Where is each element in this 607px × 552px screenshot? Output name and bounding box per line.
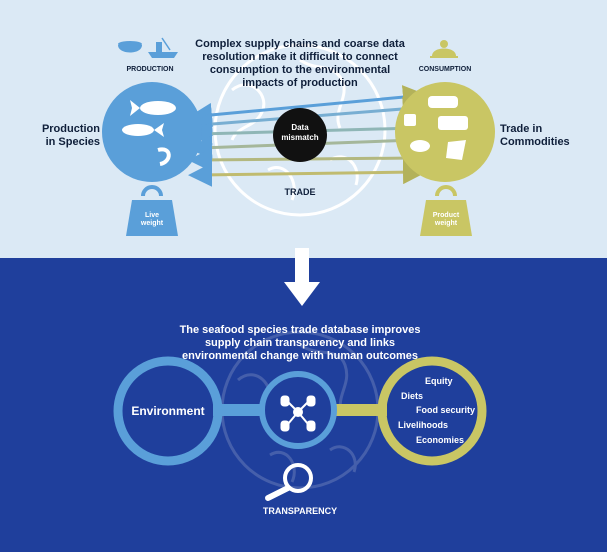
- consumption-label: CONSUMPTION: [418, 66, 472, 73]
- environment-connector: [213, 404, 263, 416]
- shrimp-icon: [157, 147, 171, 166]
- top-headline: Complex supply chains and coarse data re…: [195, 38, 405, 89]
- boat-icon: [148, 37, 178, 58]
- live-weight-icon: [126, 185, 178, 236]
- product-weight-icon: [420, 185, 472, 236]
- product-weight-label: Product weight: [432, 212, 460, 227]
- trade-label: TRADE: [284, 187, 316, 197]
- outcome-equity: Equity: [425, 376, 453, 386]
- outcomes-connector: [335, 404, 387, 416]
- data-mismatch-circle: [273, 108, 327, 162]
- consumption-circle: [395, 82, 495, 182]
- outcomes-ring: [377, 356, 487, 466]
- database-icon: [259, 371, 337, 449]
- fish-steak-icon: [446, 140, 466, 160]
- production-side-label: Production in Species: [41, 123, 100, 148]
- production-label: PRODUCTION: [126, 66, 174, 73]
- live-weight-label: Live weight: [140, 212, 164, 227]
- bowl-icon: [118, 41, 142, 53]
- magnifier-icon: [265, 463, 313, 501]
- environment-ring: [113, 356, 223, 466]
- outcome-food-security: Food security: [416, 405, 476, 415]
- fish-fillet-icon: [428, 96, 458, 108]
- down-arrow-icon: [284, 248, 320, 306]
- transparency-label: TRANSPARENCY: [262, 506, 338, 516]
- fish-pack-icon: [438, 116, 468, 130]
- fish-icon: [122, 123, 164, 137]
- canned-fish-icon: [404, 114, 416, 126]
- plate-icon: [430, 40, 458, 58]
- environment-label: Environment: [131, 404, 205, 418]
- shellfish-icon: [410, 140, 430, 152]
- outcome-livelihoods: Livelihoods: [398, 420, 449, 430]
- outcome-diets: Diets: [401, 391, 424, 401]
- data-mismatch-label: Data mismatch: [281, 123, 319, 142]
- outcome-economies: Economies: [416, 435, 465, 445]
- consumption-side-label: Trade in Commodities: [500, 123, 570, 148]
- bottom-headline: The seafood species trade database impro…: [179, 324, 421, 362]
- tuna-icon: [130, 100, 176, 116]
- production-circle: [102, 82, 202, 182]
